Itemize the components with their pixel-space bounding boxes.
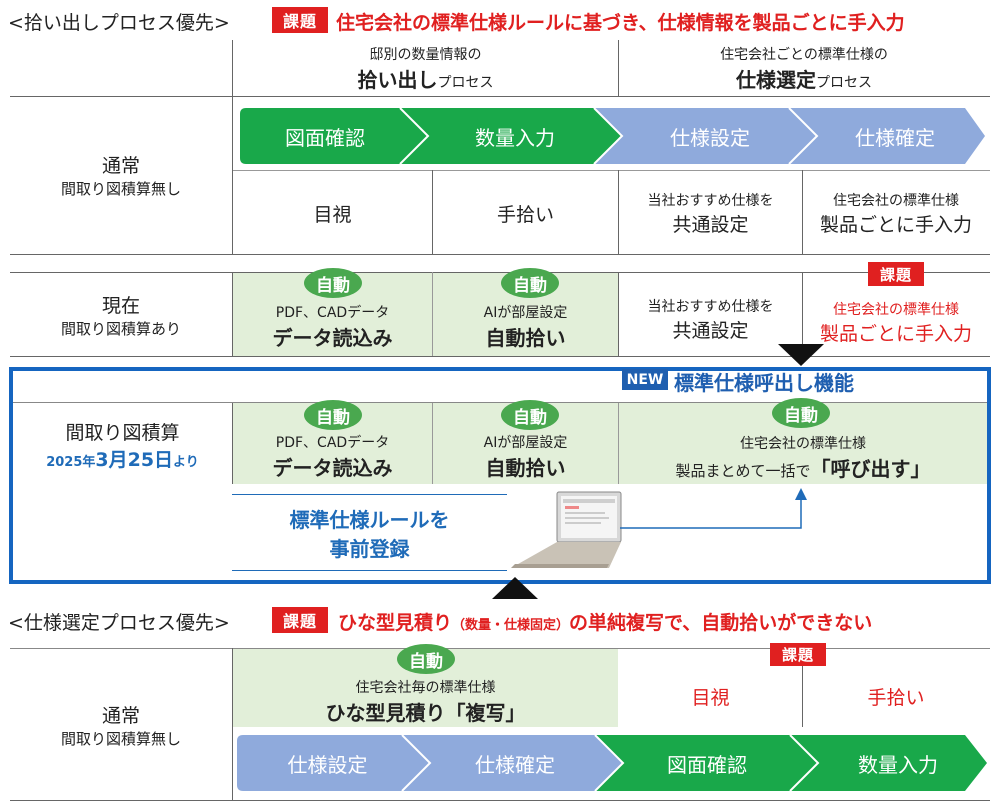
cell-auto-pick: AIが部屋設定 自動拾い <box>483 304 568 350</box>
auto-badge: 自動 <box>397 644 455 674</box>
cell-visual-issue: 目視 <box>691 686 730 709</box>
step-drawing-check: 図面確認 <box>285 125 365 150</box>
cell-common-setting: 当社おすすめ仕様を 共通設定 <box>647 192 774 236</box>
step-spec-setting: 仕様設定 <box>670 125 750 150</box>
bottom-row-label: 通常 間取り図積算無し <box>60 705 181 748</box>
process-arrow-bottom <box>237 735 987 791</box>
kadai-badge: 課題 <box>770 643 826 666</box>
feature-title: 標準仕様呼出し機能 <box>674 371 854 395</box>
step-spec-confirm: 仕様確定 <box>475 752 555 777</box>
up-arrow-icon <box>492 577 538 599</box>
bottom-heading: <仕様選定プロセス優先> <box>8 612 230 634</box>
pre-register-text: 標準仕様ルールを 事前登録 <box>289 508 450 561</box>
auto-badge: 自動 <box>772 398 830 428</box>
cell-visual: 目視 <box>313 203 352 226</box>
auto-badge: 自動 <box>501 400 559 430</box>
cell-manual-pick: 手拾い <box>496 203 554 226</box>
step-quantity-input: 数量入力 <box>858 752 938 777</box>
cell-manual-input: 住宅会社の標準仕様 製品ごとに手入力 <box>819 192 972 236</box>
cell-bulk-recall: 住宅会社の標準仕様 製品まとめて一括で「呼び出す」 <box>675 435 931 481</box>
top-issue: 住宅会社の標準仕様ルールに基づき、仕様情報を製品ごとに手入力 <box>336 12 905 34</box>
laptop-icon <box>511 491 622 568</box>
step-drawing-check: 図面確認 <box>667 752 747 777</box>
cell-auto-pick: AIが部屋設定 自動拾い <box>483 434 568 480</box>
new-feature-frame <box>9 367 991 584</box>
row-normal-label: 通常 間取り図積算無し <box>60 155 181 198</box>
process-arrow-normal <box>240 108 985 164</box>
pickup-process-header: 邸別の数量情報の 拾い出しプロセス <box>357 46 494 92</box>
top-heading: <拾い出しプロセス優先> <box>8 12 230 34</box>
cell-manual-input-issue: 住宅会社の標準仕様 製品ごとに手入力 <box>819 301 972 345</box>
spec-process-header: 住宅会社ごとの標準仕様の 仕様選定プロセス <box>720 46 888 92</box>
step-spec-confirm: 仕様確定 <box>855 125 935 150</box>
row-current-label: 現在 間取り図積算あり <box>60 295 181 338</box>
auto-badge: 自動 <box>501 268 559 298</box>
step-spec-setting: 仕様設定 <box>287 752 368 777</box>
kadai-badge: 課題 <box>272 607 328 633</box>
kadai-badge: 課題 <box>868 262 924 286</box>
new-tag: NEW <box>622 369 668 390</box>
auto-badge: 自動 <box>304 400 362 430</box>
new-row-label: 間取り図積算 2025年3月25日より <box>46 422 199 471</box>
bottom-issue: ひな型見積り（数量・仕様固定）の単純複写で、自動拾いができない <box>338 612 873 634</box>
cell-manual-pick-issue: 手拾い <box>867 686 925 709</box>
cell-data-import: PDF、CADデータ データ読込み <box>272 434 393 480</box>
auto-badge: 自動 <box>304 268 362 298</box>
step-quantity-input: 数量入力 <box>475 125 555 150</box>
cell-template-copy: 住宅会社毎の標準仕様 ひな型見積り「複写」 <box>325 679 526 725</box>
cell-data-import: PDF、CADデータ データ読込み <box>272 304 393 350</box>
down-arrow-icon <box>778 344 824 366</box>
connector-arrow-icon <box>620 488 807 529</box>
cell-common-setting: 当社おすすめ仕様を 共通設定 <box>647 298 774 342</box>
kadai-badge: 課題 <box>272 7 328 33</box>
